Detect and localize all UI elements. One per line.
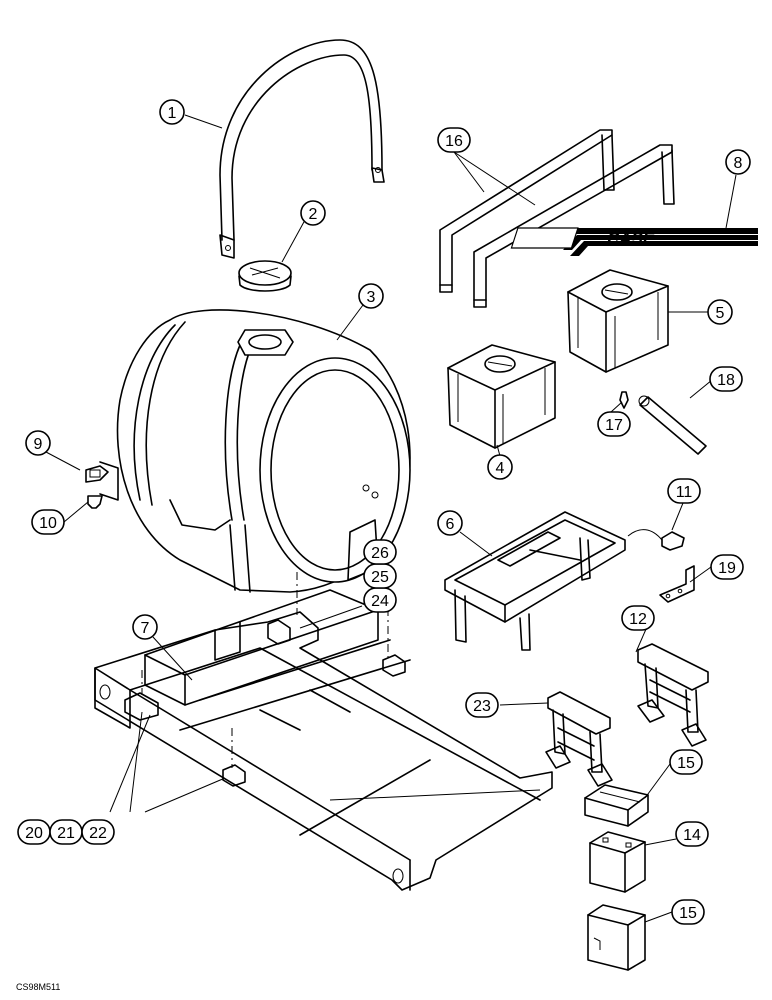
support-stand-right bbox=[637, 643, 709, 747]
small-tank-left bbox=[447, 344, 556, 449]
callout-10: 10 bbox=[31, 509, 65, 535]
tank-frame bbox=[444, 511, 626, 651]
callout-25: 25 bbox=[363, 563, 397, 589]
battery-cover bbox=[584, 784, 649, 827]
callout-5: 5 bbox=[707, 299, 733, 325]
callout-label: 7 bbox=[141, 620, 150, 637]
callout-3: 3 bbox=[358, 283, 384, 309]
battery bbox=[589, 831, 646, 893]
callout-label: 14 bbox=[683, 827, 701, 844]
tank-strap bbox=[219, 39, 385, 259]
angle-bracket bbox=[659, 565, 695, 603]
callout-7: 7 bbox=[132, 614, 158, 640]
callout-label: 20 bbox=[25, 825, 43, 842]
callout-label: 2 bbox=[309, 206, 318, 223]
callout-label: 23 bbox=[473, 698, 491, 715]
callout-label: 22 bbox=[89, 825, 107, 842]
callout-label: 21 bbox=[57, 825, 75, 842]
callout-14: 14 bbox=[675, 821, 709, 847]
callout-label: 25 bbox=[371, 569, 389, 586]
fitting bbox=[87, 495, 103, 509]
callout-label: 24 bbox=[371, 593, 389, 610]
callout-19: 19 bbox=[710, 554, 744, 580]
callout-label: 11 bbox=[676, 484, 693, 501]
pin bbox=[619, 391, 629, 409]
callout-8: 8 bbox=[725, 149, 751, 175]
callout-label: 10 bbox=[39, 515, 57, 532]
callout-label: 16 bbox=[445, 133, 463, 150]
callout-11: 11 bbox=[667, 478, 701, 504]
leader-lines bbox=[45, 114, 737, 923]
main-tank bbox=[99, 309, 411, 593]
small-tank-right bbox=[567, 269, 669, 373]
callout-label: 6 bbox=[446, 516, 455, 533]
callout-12: 12 bbox=[621, 605, 655, 631]
callout-1: 1 bbox=[159, 99, 185, 125]
callout-24: 24 bbox=[363, 587, 397, 613]
callout-label: 4 bbox=[496, 460, 505, 477]
callout-label: 9 bbox=[34, 436, 43, 453]
callout-16: 16 bbox=[437, 127, 471, 153]
tank-cap bbox=[238, 260, 292, 292]
callout-15-box: 15 bbox=[671, 899, 705, 925]
callout-label: 12 bbox=[629, 611, 647, 628]
callout-label: 18 bbox=[717, 372, 735, 389]
support-stand-left bbox=[545, 691, 613, 787]
callout-label: 3 bbox=[367, 289, 376, 306]
drain-plug bbox=[85, 465, 109, 483]
callout-6: 6 bbox=[437, 510, 463, 536]
callout-20: 20 bbox=[17, 819, 51, 845]
callout-label: 1 bbox=[168, 105, 177, 122]
callout-17: 17 bbox=[597, 411, 631, 437]
callout-4: 4 bbox=[487, 454, 513, 480]
callout-22: 22 bbox=[81, 819, 115, 845]
callout-26: 26 bbox=[363, 539, 397, 565]
callout-label: 17 bbox=[605, 417, 623, 434]
callout-23: 23 bbox=[465, 692, 499, 718]
callout-21: 21 bbox=[49, 819, 83, 845]
callout-label: 26 bbox=[371, 545, 389, 562]
battery-box bbox=[587, 904, 646, 971]
callout-2: 2 bbox=[300, 200, 326, 226]
figure-code: CS98M511 bbox=[16, 982, 60, 992]
case-decal: CASE bbox=[510, 227, 758, 256]
callout-label: 15 bbox=[679, 905, 697, 922]
callout-15-cover: 15 bbox=[669, 749, 703, 775]
callout-label: 5 bbox=[716, 305, 725, 322]
callout-label: 19 bbox=[718, 560, 736, 577]
base-skid bbox=[94, 589, 553, 891]
rod bbox=[638, 395, 707, 455]
small-tank-straps bbox=[439, 129, 675, 308]
clamp bbox=[627, 529, 685, 551]
callout-label: 15 bbox=[677, 755, 695, 772]
case-logo-text: CASE bbox=[607, 229, 655, 248]
callout-9: 9 bbox=[25, 430, 51, 456]
callout-18: 18 bbox=[709, 366, 743, 392]
callout-label: 8 bbox=[734, 155, 743, 172]
